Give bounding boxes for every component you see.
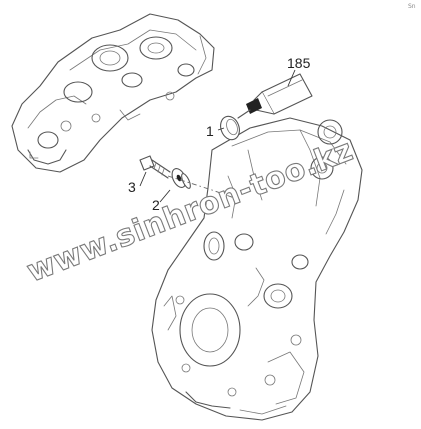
leader-line-185: [287, 69, 296, 87]
part-1-seal-ring: [220, 115, 240, 141]
callout-2: 2: [152, 197, 160, 213]
upper-housing-drawing: [11, 13, 215, 173]
engine-block-drawing: [151, 117, 363, 421]
corner-mark: Sn: [408, 3, 416, 10]
leader-line-3: [139, 171, 147, 187]
leader-line-1: [217, 127, 225, 131]
callout-185: 185: [287, 55, 311, 71]
leader-line-2: [159, 189, 171, 203]
watermark-text: www.sinhron-too.kz: [22, 133, 358, 290]
assembly-center-line: [167, 175, 241, 201]
callout-1: 1: [206, 123, 214, 139]
callout-3: 3: [128, 179, 136, 195]
part-3-bolt: [139, 155, 171, 179]
part-2-washer: [171, 168, 191, 189]
part-185-sealant-tube: [237, 73, 313, 119]
